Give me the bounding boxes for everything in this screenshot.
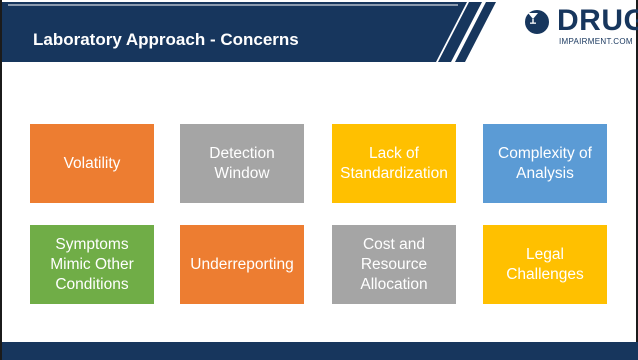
concern-tile: Legal Challenges [483, 225, 607, 304]
concern-tile: Volatility [30, 124, 154, 203]
martini-glass-icon [523, 8, 551, 36]
concern-tile: Lack of Standardization [332, 124, 456, 203]
concern-tile: Symptoms Mimic Other Conditions [30, 225, 154, 304]
concern-tile: Cost and Resource Allocation [332, 225, 456, 304]
concern-tile: Underreporting [180, 225, 304, 304]
concern-tile: Complexity of Analysis [483, 124, 607, 203]
header-banner [2, 2, 496, 62]
logo-subtext: IMPAIRMENT.COM [559, 37, 633, 46]
logo-text: DRUG [557, 4, 638, 37]
footer-bar [2, 342, 638, 360]
concern-tile: Detection Window [180, 124, 304, 203]
page-title: Laboratory Approach - Concerns [33, 30, 299, 49]
slide-header: Laboratory Approach - Concerns DRUG IMPA… [2, 0, 638, 78]
